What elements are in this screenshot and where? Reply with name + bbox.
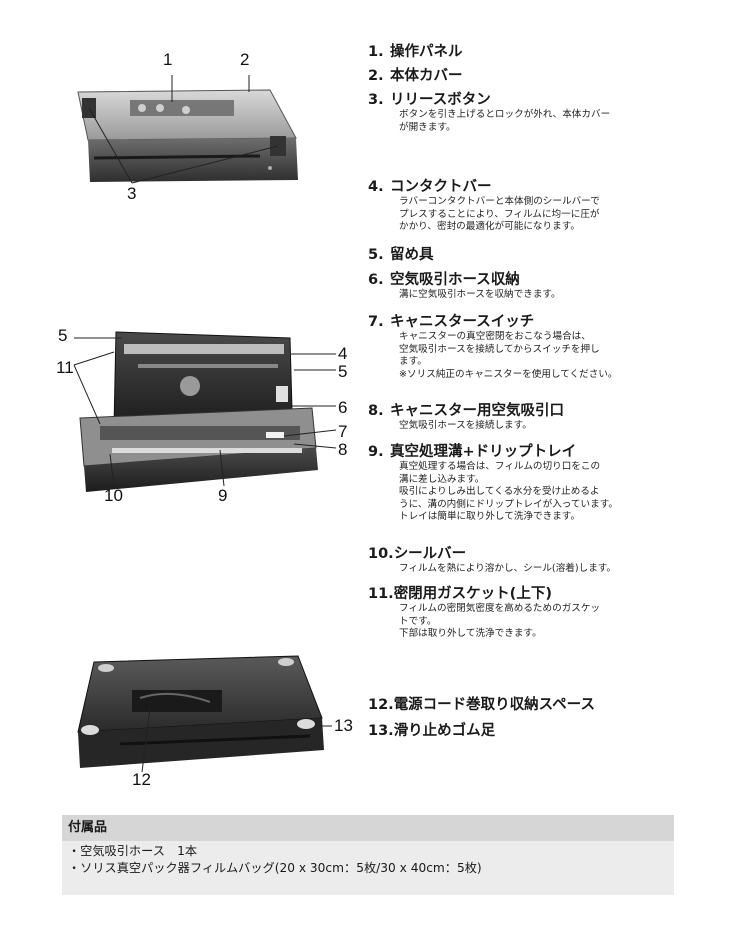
- part-description: フィルムの密閉気密度を高めるためのガスケッ トです。 下部は取り外して洗浄できま…: [399, 603, 601, 639]
- callout-11: 11: [56, 358, 74, 377]
- accessories-box: 付属品 ・空気吸引ホース 1本 ・ソリス真空パック器フィルムバッグ(20 x 3…: [62, 815, 674, 895]
- callout-7: 7: [338, 422, 348, 441]
- callout-1: 1: [163, 50, 173, 69]
- part-number: 4.: [368, 179, 384, 195]
- part-number: 10.: [368, 546, 394, 562]
- part-number: 8.: [368, 403, 384, 419]
- callout-5-right: 5: [338, 362, 348, 381]
- callout-9: 9: [218, 486, 228, 505]
- part-title: リリースボタン: [390, 92, 491, 108]
- part-number: 6.: [368, 272, 384, 288]
- part-description: ボタンを引き上げるとロックが外れ、本体カバー が開きます。: [399, 109, 611, 133]
- part-item-10: 10.シールバー フィルムを熱により溶かし、シール(溶着)します。: [368, 545, 698, 576]
- device-bottom-drawing: [77, 655, 332, 773]
- part-title: 電源コード巻取り収納スペース: [393, 697, 595, 713]
- part-number: 13.: [368, 723, 394, 739]
- accessories-header: 付属品: [62, 815, 674, 841]
- callout-5-left: 5: [58, 326, 68, 345]
- part-number: 7.: [368, 314, 384, 330]
- part-item-2: 2. 本体カバー: [368, 67, 698, 85]
- part-description: 真空処理する場合は、フィルムの切り口をこの 溝に差し込みます。 吸引によりしみ出…: [399, 461, 618, 522]
- part-title: シールバー: [393, 546, 467, 562]
- part-item-4: 4. コンタクトバー ラバーコンタクトバーと本体側のシールバーで プレスすることに…: [368, 178, 698, 234]
- part-number: 5.: [368, 247, 384, 263]
- part-title: キャニスタースイッチ: [390, 314, 535, 330]
- device-closed-drawing: [77, 75, 298, 184]
- part-number: 9.: [368, 444, 384, 460]
- part-description: キャニスターの真空密閉をおこなう場合は、 空気吸引ホースを接続してからスイッチを…: [399, 331, 618, 380]
- accessory-item: ・ソリス真空パック器フィルムバッグ(20 x 30cm：5枚/30 x 40cm…: [68, 861, 482, 875]
- part-item-13: 13.滑り止めゴム足: [368, 722, 698, 740]
- part-title: 操作パネル: [390, 44, 463, 60]
- part-number: 12.: [368, 697, 394, 713]
- part-title: 空気吸引ホース収納: [390, 272, 520, 288]
- part-item-11: 11.密閉用ガスケット(上下) フィルムの密閉気密度を高めるためのガスケッ トで…: [368, 585, 698, 641]
- part-title: キャニスター用空気吸引口: [390, 403, 564, 419]
- callout-6: 6: [338, 398, 348, 417]
- callout-3: 3: [127, 184, 137, 203]
- part-item-8: 8. キャニスター用空気吸引口 空気吸引ホースを接続します。: [368, 402, 698, 433]
- figure-device-closed: 1 2 3: [60, 40, 360, 210]
- figure-device-bottom: 13 12: [60, 640, 360, 795]
- part-item-6: 6. 空気吸引ホース収納 溝に空気吸引ホースを収納できます。: [368, 271, 698, 302]
- part-title: 滑り止めゴム足: [393, 723, 496, 739]
- part-item-1: 1. 操作パネル: [368, 43, 698, 61]
- callout-10: 10: [104, 486, 123, 505]
- part-description: フィルムを熱により溶かし、シール(溶着)します。: [399, 563, 617, 574]
- callout-13: 13: [334, 716, 353, 735]
- part-number: 2.: [368, 68, 384, 84]
- part-number: 1.: [368, 44, 384, 60]
- callout-4: 4: [338, 344, 348, 363]
- part-description: 空気吸引ホースを接続します。: [399, 420, 532, 431]
- part-title: 密閉用ガスケット(上下): [393, 586, 552, 602]
- device-open-drawing: [73, 331, 337, 492]
- figure-device-open: 5 11 4 5 6 7 8 10 9: [40, 320, 360, 510]
- part-number: 11.: [368, 586, 394, 602]
- part-item-7: 7. キャニスタースイッチ キャニスターの真空密閉をおこなう場合は、 空気吸引ホー…: [368, 313, 698, 381]
- part-item-9: 9. 真空処理溝+ドリップトレイ 真空処理する場合は、フィルムの切り口をこの 溝に…: [368, 443, 698, 524]
- callout-8: 8: [338, 440, 348, 459]
- callout-2: 2: [240, 50, 250, 69]
- accessories-body: ・空気吸引ホース 1本 ・ソリス真空パック器フィルムバッグ(20 x 30cm：…: [62, 841, 674, 895]
- part-title: 真空処理溝+ドリップトレイ: [390, 444, 577, 460]
- part-title: 留め具: [390, 247, 434, 263]
- part-item-12: 12.電源コード巻取り収納スペース: [368, 696, 698, 714]
- part-title: コンタクトバー: [390, 179, 492, 195]
- part-item-5: 5. 留め具: [368, 246, 698, 264]
- accessory-item: ・空気吸引ホース 1本: [68, 844, 198, 858]
- part-number: 3.: [368, 92, 384, 108]
- part-description: ラバーコンタクトバーと本体側のシールバーで プレスすることにより、フィルムに均一…: [399, 196, 600, 232]
- part-title: 本体カバー: [390, 68, 463, 84]
- part-item-3: 3. リリースボタン ボタンを引き上げるとロックが外れ、本体カバー が開きます。: [368, 91, 698, 134]
- part-description: 溝に空気吸引ホースを収納できます。: [399, 289, 561, 300]
- callout-12: 12: [132, 770, 151, 789]
